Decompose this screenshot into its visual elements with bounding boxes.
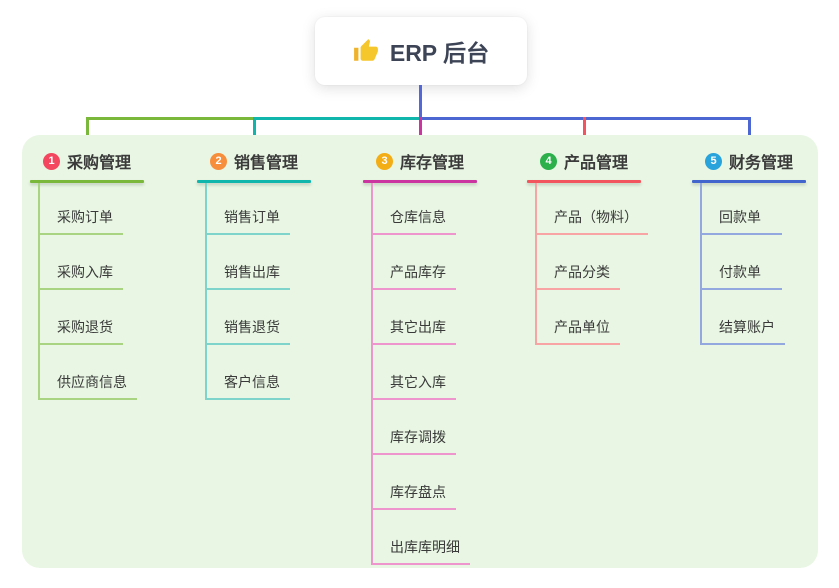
branch-title-4[interactable]: 4 产品管理 <box>527 148 641 180</box>
branch-label: 产品管理 <box>564 155 629 172</box>
branch-label: 销售管理 <box>234 155 299 172</box>
branch-number-badge: 1 <box>43 152 60 170</box>
branch-drop-line-4 <box>582 117 586 148</box>
root-title: ERP 后台 <box>389 40 490 66</box>
child-node[interactable]: 产品分类 <box>537 235 620 290</box>
branch-children: 回款单付款单结算账户 <box>700 183 806 345</box>
root-connector-line <box>418 85 422 118</box>
branch-1: 1 采购管理采购订单采购入库采购退货供应商信息 <box>30 148 144 400</box>
branch-label: 财务管理 <box>729 155 794 172</box>
child-node[interactable]: 销售出库 <box>207 235 290 290</box>
branch-5: 5 财务管理回款单付款单结算账户 <box>692 148 806 345</box>
child-node[interactable]: 出库库明细 <box>373 510 470 565</box>
branch-children: 采购订单采购入库采购退货供应商信息 <box>38 183 144 400</box>
branch-children: 销售订单销售出库销售退货客户信息 <box>205 183 311 400</box>
child-node[interactable]: 仓库信息 <box>373 183 456 235</box>
branches-panel <box>22 135 818 568</box>
branch-number-badge: 5 <box>705 152 722 170</box>
branch-title-3[interactable]: 3 库存管理 <box>363 148 477 180</box>
branch-number-badge: 4 <box>540 152 557 170</box>
child-node[interactable]: 客户信息 <box>207 345 290 400</box>
child-node[interactable]: 库存调拨 <box>373 400 456 455</box>
branch-4: 4 产品管理产品（物料）产品分类产品单位 <box>527 148 648 345</box>
branch-title-2[interactable]: 2 销售管理 <box>197 148 311 180</box>
child-node[interactable]: 付款单 <box>702 235 782 290</box>
branch-number-badge: 3 <box>376 152 393 170</box>
branch-children: 仓库信息产品库存其它出库其它入库库存调拨库存盘点出库库明细 <box>371 183 477 565</box>
branch-2: 2 销售管理销售订单销售出库销售退货客户信息 <box>197 148 311 400</box>
child-node[interactable]: 结算账户 <box>702 290 785 345</box>
branch-title-1[interactable]: 1 采购管理 <box>30 148 144 180</box>
child-node[interactable]: 产品库存 <box>373 235 456 290</box>
child-node[interactable]: 产品单位 <box>537 290 620 345</box>
connector-horizontal-left <box>85 117 256 120</box>
branch-underline <box>363 180 477 183</box>
branch-drop-line-3 <box>418 117 422 148</box>
child-node[interactable]: 回款单 <box>702 183 782 235</box>
child-node[interactable]: 销售订单 <box>207 183 290 235</box>
branch-label: 库存管理 <box>400 155 465 172</box>
branch-underline <box>527 180 641 183</box>
child-node[interactable]: 销售退货 <box>207 290 290 345</box>
branch-drop-line-2 <box>252 117 256 148</box>
branch-underline <box>692 180 806 183</box>
child-node[interactable]: 库存盘点 <box>373 455 456 510</box>
child-node[interactable]: 采购退货 <box>40 290 123 345</box>
child-node[interactable]: 产品（物料） <box>537 183 648 235</box>
branch-title-5[interactable]: 5 财务管理 <box>692 148 806 180</box>
branch-underline <box>197 180 311 183</box>
root-node[interactable]: ERP 后台 <box>315 17 527 85</box>
connector-horizontal-middle <box>252 117 422 120</box>
child-node[interactable]: 采购入库 <box>40 235 123 290</box>
branch-number-badge: 2 <box>210 152 227 170</box>
branch-label: 采购管理 <box>67 155 132 172</box>
thumbs-up-icon <box>353 38 379 64</box>
child-node[interactable]: 供应商信息 <box>40 345 137 400</box>
child-node[interactable]: 其它入库 <box>373 345 456 400</box>
branch-underline <box>30 180 144 183</box>
branch-drop-line-5 <box>747 117 751 148</box>
branch-3: 3 库存管理仓库信息产品库存其它出库其它入库库存调拨库存盘点出库库明细 <box>363 148 477 565</box>
child-node[interactable]: 采购订单 <box>40 183 123 235</box>
child-node[interactable]: 其它出库 <box>373 290 456 345</box>
branch-children: 产品（物料）产品分类产品单位 <box>535 183 648 345</box>
branch-drop-line-1 <box>85 117 89 148</box>
